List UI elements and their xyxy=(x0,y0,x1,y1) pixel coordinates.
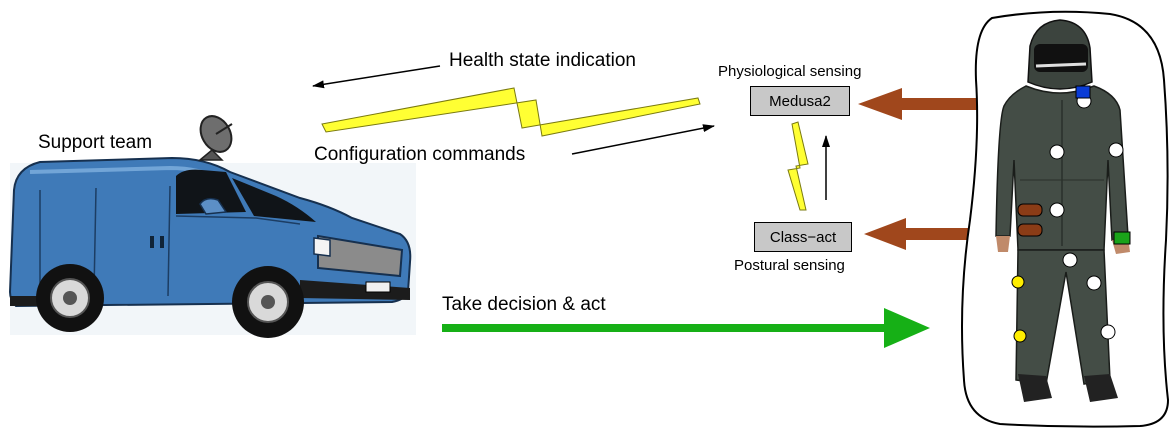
sensor-blue xyxy=(1075,85,1091,99)
sensor-yellow xyxy=(1013,329,1027,343)
physiological-sensing-arrow xyxy=(858,88,990,120)
sensor-white xyxy=(1049,202,1065,218)
support-team-label: Support team xyxy=(38,132,153,153)
postural-label: Postural sensing xyxy=(734,257,845,274)
health-state-label: Health state indication xyxy=(449,50,636,71)
config-arrow xyxy=(571,124,715,155)
configuration-label: Configuration commands xyxy=(314,144,526,165)
take-decision-label: Take decision & act xyxy=(442,294,606,315)
operator-figure xyxy=(961,10,1170,428)
sensor-yellow xyxy=(1011,275,1025,289)
classact-node: Class−act xyxy=(754,222,852,252)
sensor-white xyxy=(1086,275,1102,291)
van-front-wheel xyxy=(232,266,304,338)
van-rear-wheel xyxy=(36,264,104,332)
sensor-white xyxy=(1108,142,1124,158)
sensor-white xyxy=(1100,324,1116,340)
health-arrow xyxy=(312,65,441,89)
sensor-white xyxy=(1062,252,1078,268)
sensor-green xyxy=(1113,231,1131,245)
satellite-dish-icon xyxy=(197,115,233,161)
van-image xyxy=(8,115,416,338)
medusa2-node: Medusa2 xyxy=(750,86,850,116)
physiological-label: Physiological sensing xyxy=(718,63,862,80)
wireless-link-bolt xyxy=(321,87,701,137)
sensor-brown xyxy=(1017,203,1043,217)
sensor-brown xyxy=(1017,223,1043,237)
postural-sensing-arrow xyxy=(864,218,974,250)
sensor-white xyxy=(1049,144,1065,160)
internal-link-bolt xyxy=(787,121,809,211)
decision-arrow xyxy=(442,308,930,348)
